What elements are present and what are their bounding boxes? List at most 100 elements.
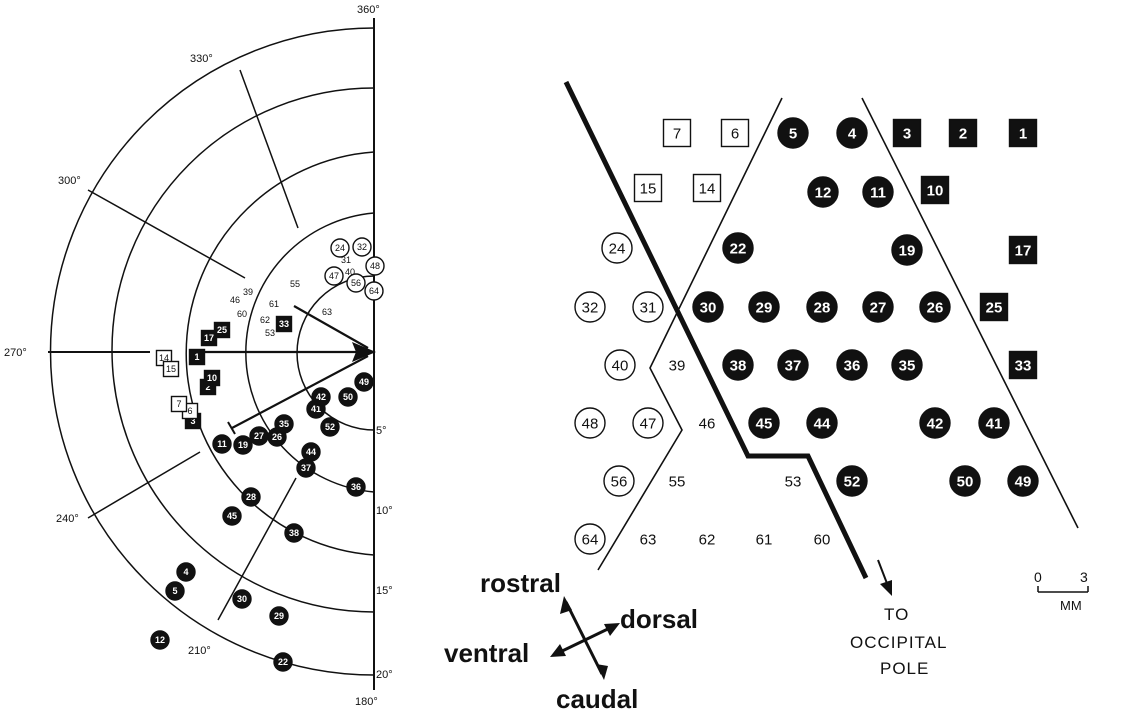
polar-point-39: 39 — [243, 287, 253, 297]
cortical-site-marker-44 — [806, 407, 838, 439]
polar-point-label-35: 35 — [279, 419, 289, 429]
cortical-site-marker-19 — [891, 234, 923, 266]
polar-point-marker-56 — [346, 273, 366, 293]
rostral-label: rostral — [480, 568, 561, 598]
cortical-site-40: 40 — [604, 349, 636, 381]
polar-point-label-45: 45 — [227, 511, 237, 521]
cortical-site-label-47: 47 — [640, 415, 657, 432]
polar-point-label-50: 50 — [343, 392, 353, 402]
cortical-site-25: 25 — [979, 292, 1009, 322]
cortical-site-32: 32 — [574, 291, 606, 323]
cortical-site-label-19: 19 — [899, 242, 916, 259]
polar-point-24: 24 — [330, 238, 350, 258]
cortical-site-4: 4 — [836, 117, 868, 149]
cortical-site-55: 55 — [669, 473, 686, 490]
arc-15deg — [185, 151, 375, 556]
cortical-site-label-24: 24 — [609, 240, 626, 257]
polar-point-19: 19 — [233, 435, 253, 455]
polar-point-label-15: 15 — [166, 364, 176, 374]
polar-point-31: 31 — [341, 255, 351, 265]
cortical-site-label-60: 60 — [814, 531, 831, 548]
cortical-site-marker-30 — [692, 291, 724, 323]
polar-point-marker-48 — [365, 256, 385, 276]
arrowhead — [352, 342, 376, 362]
cortical-site-marker-41 — [978, 407, 1010, 439]
cortical-site-6: 6 — [720, 118, 750, 148]
cortical-site-marker-45 — [748, 407, 780, 439]
angle-label-330: 330° — [190, 53, 213, 65]
radial-330 — [239, 69, 299, 229]
cortical-site-label-38: 38 — [730, 357, 747, 374]
orientation-compass — [555, 601, 615, 675]
angle-label-240: 240° — [56, 513, 79, 525]
polar-point-label-56: 56 — [351, 278, 361, 288]
polar-point-60: 60 — [237, 309, 247, 319]
cortical-site-label-39: 39 — [669, 357, 686, 374]
polar-point-46: 46 — [230, 295, 240, 305]
cortical-site-label-4: 4 — [848, 125, 857, 142]
polar-point-marker-44 — [301, 442, 321, 462]
polar-point-marker-30 — [232, 589, 252, 609]
polar-point-label-22: 22 — [278, 657, 288, 667]
cortical-site-marker-31 — [632, 291, 664, 323]
polar-point-marker-42 — [311, 387, 331, 407]
polar-point-marker-36 — [346, 477, 366, 497]
cortical-site-26: 26 — [919, 291, 951, 323]
polar-point-47: 47 — [324, 266, 344, 286]
cortical-site-label-56: 56 — [611, 473, 628, 490]
cortical-site-44: 44 — [806, 407, 838, 439]
cortical-site-41: 41 — [978, 407, 1010, 439]
polar-point-label-53: 53 — [265, 328, 275, 338]
cortical-site-1: 1 — [1008, 118, 1038, 148]
polar-point-marker-64 — [364, 281, 384, 301]
cortical-site-64: 64 — [574, 523, 606, 555]
compass-arrowhead-dorsal — [604, 623, 620, 636]
polar-point-1: 1 — [188, 348, 206, 366]
polar-point-42: 42 — [311, 387, 331, 407]
polar-point-55: 55 — [290, 279, 300, 289]
cortical-site-label-53: 53 — [785, 473, 802, 490]
cortical-site-marker-11 — [862, 176, 894, 208]
cortical-site-42: 42 — [919, 407, 951, 439]
cortical-site-14: 14 — [692, 173, 722, 203]
cortical-site-label-26: 26 — [927, 299, 944, 316]
cortical-site-15: 15 — [633, 173, 663, 203]
dorsal-label: dorsal — [620, 604, 698, 634]
cortical-site-50: 50 — [949, 465, 981, 497]
polar-point-marker-32 — [352, 237, 372, 257]
cortical-site-38: 38 — [722, 349, 754, 381]
cortical-site-label-33: 33 — [1015, 357, 1032, 374]
polar-point-label-38: 38 — [289, 528, 299, 538]
polar-point-label-49: 49 — [359, 377, 369, 387]
cortical-site-marker-26 — [919, 291, 951, 323]
scale-bar-unit: MM — [1060, 598, 1082, 613]
polar-point-11: 11 — [212, 434, 232, 454]
polar-point-label-6: 6 — [187, 406, 192, 416]
polar-point-label-12: 12 — [155, 635, 165, 645]
polar-point-44: 44 — [301, 442, 321, 462]
polar-point-marker-10 — [203, 369, 221, 387]
polar-point-label-3: 3 — [190, 416, 195, 426]
cortical-site-30: 30 — [692, 291, 724, 323]
polar-point-64: 64 — [364, 281, 384, 301]
cortical-site-label-2: 2 — [959, 125, 967, 142]
cortical-site-48: 48 — [574, 407, 606, 439]
cortical-site-label-45: 45 — [756, 415, 773, 432]
polar-point-label-63: 63 — [322, 307, 332, 317]
cortical-site-24: 24 — [601, 232, 633, 264]
polar-point-63: 63 — [322, 307, 332, 317]
cortical-site-label-14: 14 — [699, 180, 716, 197]
polar-point-40: 40 — [345, 267, 355, 277]
cortical-site-label-62: 62 — [699, 531, 716, 548]
polar-point-marker-5 — [165, 581, 185, 601]
polar-point-37: 37 — [296, 458, 316, 478]
cortical-site-label-40: 40 — [612, 357, 629, 374]
polar-point-label-42: 42 — [316, 392, 326, 402]
border-line-thick — [563, 80, 869, 580]
polar-point-label-31: 31 — [341, 255, 351, 265]
cortical-site-marker-35 — [891, 349, 923, 381]
polar-point-label-47: 47 — [329, 271, 339, 281]
polar-point-label-2: 2 — [205, 382, 210, 392]
